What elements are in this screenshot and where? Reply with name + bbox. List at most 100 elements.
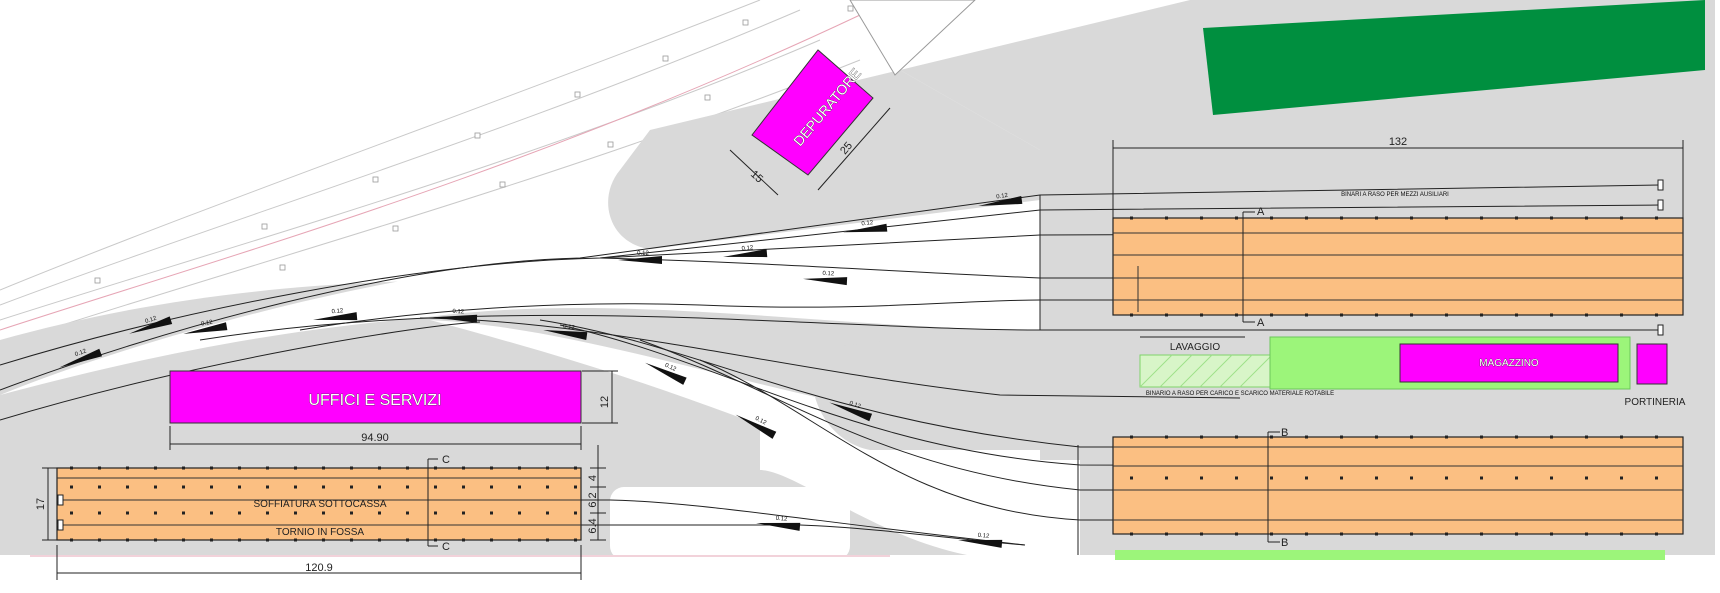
switch-frog-14 (829, 402, 873, 422)
lower-left-shed-rails (57, 466, 581, 542)
lower-pillar-1585-1 (1585, 476, 1588, 480)
lavaggio-area: LAVAGGIO (1139, 336, 1271, 388)
left-pillar-154-0 (154, 466, 157, 470)
left-pillar-406-2 (406, 511, 409, 515)
left-pillar-210-0 (210, 466, 213, 470)
track-12 (60, 499, 1026, 546)
switch-frog-5 (433, 314, 478, 323)
upper-pillar-1480-0 (1480, 216, 1483, 220)
uffici-dimensions (169, 370, 618, 450)
lower-pillar-1130-1 (1130, 476, 1133, 480)
lower-pillar-1480-0 (1480, 435, 1483, 439)
upper-pillar-1410-0 (1410, 216, 1413, 220)
left-pillar-406-0 (406, 466, 409, 470)
upper-pillar-1375-1 (1375, 313, 1378, 317)
left-pillar-574-1 (574, 485, 577, 489)
switch-tag-9: 0.12 (822, 271, 835, 278)
left-pillar-574-3 (574, 538, 577, 542)
left-pillar-546-3 (546, 538, 549, 542)
switch-frog-2 (129, 316, 173, 334)
switch-4: 0.12 (313, 308, 358, 321)
left-pillar-462-1 (462, 485, 465, 489)
lavaggio-label: LAVAGGIO (1170, 342, 1220, 353)
switch-tag-16: 0.12 (977, 533, 990, 540)
left-pillar-238-3 (238, 538, 241, 542)
left-pillar-266-3 (266, 538, 269, 542)
switch-tag-14: 0.12 (848, 401, 862, 411)
section-a-bottom: A (1257, 317, 1265, 329)
switch-9: 0.12 (803, 271, 848, 286)
switch-tag-5: 0.12 (452, 309, 465, 315)
switch-frog-1 (59, 348, 103, 368)
switch-frog-15 (756, 522, 801, 531)
buffer-stop-1 (1657, 179, 1664, 191)
switch-frog-9 (803, 277, 848, 286)
left-pillar-518-1 (518, 485, 521, 489)
upper-pillar-1235-1 (1235, 313, 1238, 317)
left-pillar-378-1 (378, 485, 381, 489)
left-pillar-574-0 (574, 466, 577, 470)
switch-tag-4: 0.12 (331, 308, 344, 315)
buffer-stop-2 (1657, 199, 1664, 211)
left-pillar-350-3 (350, 538, 353, 542)
upper-shed-rails (1113, 216, 1683, 317)
track-11 (699, 359, 1660, 521)
left-pillar-294-2 (294, 511, 297, 515)
switch-tag-15: 0.12 (775, 516, 788, 523)
row-a-dim: 4 (587, 475, 599, 481)
upper-pillar-1550-1 (1550, 313, 1553, 317)
upper-length-dim: 132 (1389, 136, 1407, 148)
upper-pillar-1655-1 (1655, 313, 1658, 317)
upper-pillar-1620-1 (1620, 313, 1623, 317)
upper-pillar-1305-1 (1305, 313, 1308, 317)
switch-15: 0.12 (756, 516, 801, 531)
section-c-top: C (442, 454, 450, 466)
upper-pillar-1235-0 (1235, 216, 1238, 220)
left-buffer-1 (57, 494, 64, 506)
top-structure (849, 0, 976, 76)
upper-pillar-1515-1 (1515, 313, 1518, 317)
switch-frog-3 (183, 322, 228, 334)
left-pillar-434-1 (434, 485, 437, 489)
left-pillar-322-0 (322, 466, 325, 470)
left-pillar-462-2 (462, 511, 465, 515)
left-pillar-210-1 (210, 485, 213, 489)
upper-pillar-1480-1 (1480, 313, 1483, 317)
lower-pillar-1655-1 (1655, 476, 1658, 480)
upper-pillar-1270-0 (1270, 216, 1273, 220)
upper-pillar-1200-0 (1200, 216, 1203, 220)
track-corridor-lower (430, 320, 1080, 560)
switch-1: 0.12 (59, 348, 103, 368)
switch-13: 0.12 (735, 414, 777, 439)
left-pillar-266-1 (266, 485, 269, 489)
upper-pillar-1515-0 (1515, 216, 1518, 220)
lower-pillar-1480-1 (1480, 476, 1483, 480)
upper-pillar-1410-1 (1410, 313, 1413, 317)
lower-pillar-1235-1 (1235, 476, 1238, 480)
left-pillar-490-0 (490, 466, 493, 470)
switch-7: 0.12 (618, 251, 662, 264)
upper-pillar-1550-0 (1550, 216, 1553, 220)
magazzino-building (1399, 343, 1619, 383)
lower-pillar-1410-2 (1410, 532, 1413, 536)
pavement-island (812, 337, 1040, 450)
left-pillar-434-3 (434, 538, 437, 542)
upper-pillar-1585-0 (1585, 216, 1588, 220)
lower-shed-rails (1113, 435, 1683, 536)
track-14 (0, 321, 481, 421)
lower-pillar-1550-0 (1550, 435, 1553, 439)
uffici-height-dim: 12 (599, 396, 611, 408)
switch-tag-11: 0.12 (996, 193, 1009, 201)
upper-length-dimension (1112, 140, 1684, 218)
left-pillar-126-0 (126, 466, 129, 470)
section-c-marker (427, 458, 438, 547)
lower-pillar-1515-2 (1515, 532, 1518, 536)
road-lines (0, 0, 861, 346)
track-8 (539, 319, 1660, 448)
switch-frog-7 (618, 256, 662, 264)
lower-pillar-1445-2 (1445, 532, 1448, 536)
tornio-label: TORNIO IN FOSSA (276, 527, 364, 538)
left-pillar-322-3 (322, 538, 325, 542)
upper-pillar-1620-0 (1620, 216, 1623, 220)
